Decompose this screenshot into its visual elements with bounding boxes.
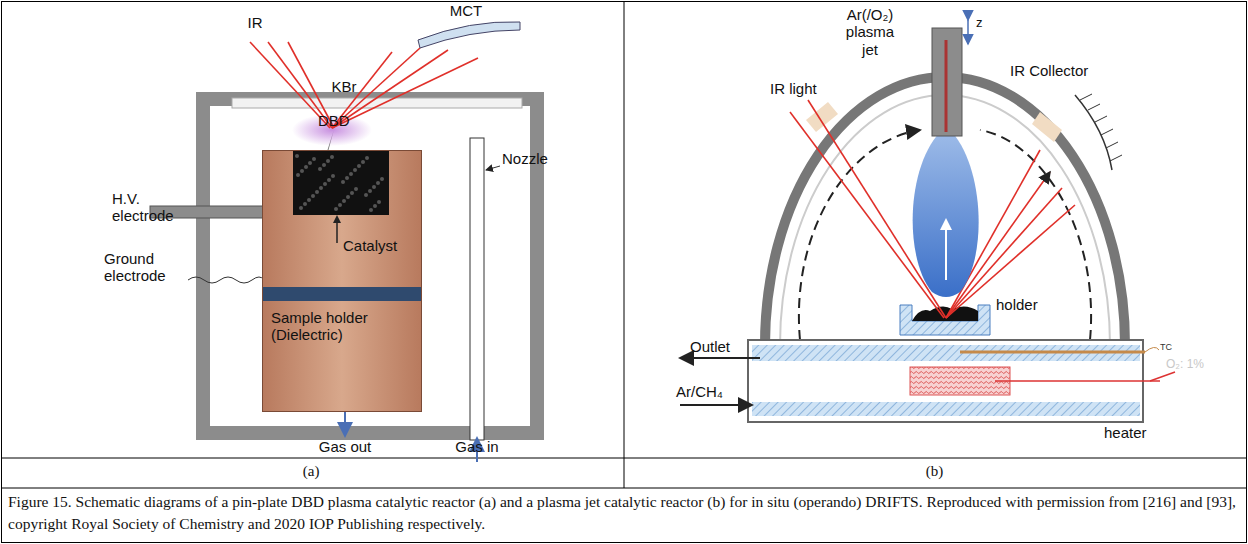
electrode-label: Ground electrode [104,250,184,285]
collector-label: IR Collector [1010,62,1088,79]
sensor-label: TC [1160,342,1172,352]
detector-label: MCT [450,2,483,19]
electrode-label: H.V. electrode [112,190,190,225]
flow-label: Gas out [319,438,372,455]
discharge-label: DBD [318,112,350,129]
window-label: KBr [331,78,356,95]
flow-label: Ar/CH₄ [676,383,723,400]
beam-label: IR [248,14,263,31]
part-label: holder [996,296,1038,313]
holder-detail [263,151,421,411]
catalyst-label: Catalyst [343,237,397,254]
flow-label: Gas in [455,438,498,455]
jet-label: Ar(/O₂) plasma jet [838,6,902,58]
beam-label: IR light [770,80,817,97]
panel-letter: (a) [303,463,320,480]
figure-caption: Figure 15. Schematic diagrams of a pin-p… [8,491,1238,534]
flow-label: Outlet [690,338,730,355]
panel-letter: (b) [926,463,944,480]
part-label: heater [1104,424,1147,441]
holder-label: Sample holder (Dielectric) [271,309,381,344]
axis-label: z [976,16,983,31]
sample-holder-block: CatalystSample holder (Dielectric) [262,150,422,412]
nozzle-label: Nozzle [502,150,548,167]
note-label: O₂: 1% [1166,358,1204,372]
